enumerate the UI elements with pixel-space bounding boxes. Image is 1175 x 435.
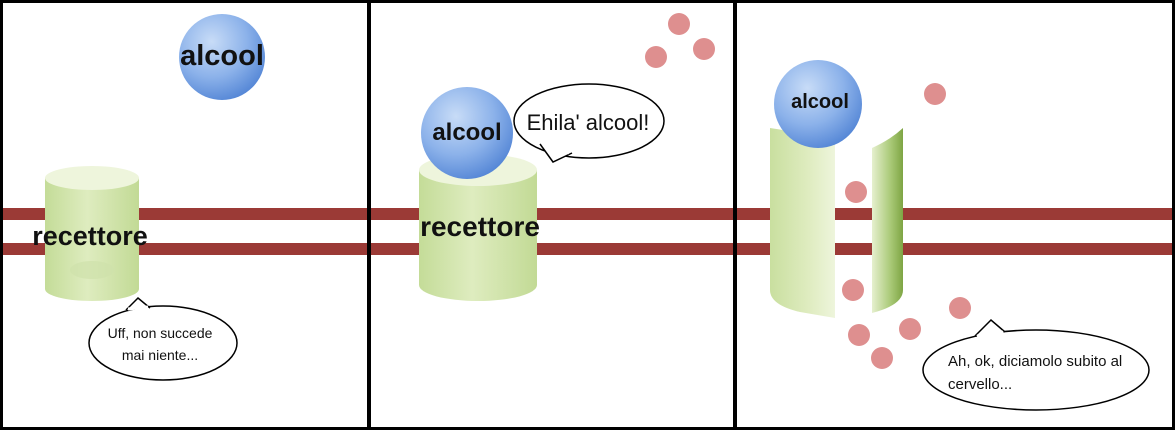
- speech-bubble: Uff, non succede mai niente...: [88, 296, 238, 381]
- alcohol-molecule: alcool: [421, 87, 513, 179]
- panel-1: recettore alcool Uff, non succede mai ni…: [32, 14, 265, 381]
- receptor-label: recettore: [32, 221, 148, 251]
- alcohol-label: alcool: [180, 40, 264, 72]
- bubble-line-2: cervello...: [948, 376, 1012, 393]
- ions: [842, 83, 971, 369]
- alcohol-label: alcool: [432, 119, 501, 146]
- alcohol-molecule: alcool: [774, 60, 862, 148]
- bubble-line-1: Uff, non succede: [108, 325, 213, 341]
- receptor-label: recettore: [420, 211, 540, 242]
- alcohol-label: alcool: [791, 91, 849, 113]
- bubble-line-1: Ah, ok, diciamolo subito al: [948, 353, 1122, 370]
- alcohol-molecule: alcool: [179, 14, 265, 100]
- speech-bubble: Ah, ok, diciamolo subito al cervello...: [922, 318, 1150, 411]
- open-receptor-channel: [770, 128, 903, 318]
- speech-bubble: Ehila' alcool!: [513, 83, 665, 163]
- panel-3: alcool Ah, ok, diciamolo subito al cerve…: [770, 60, 1150, 411]
- panel-divider: [367, 0, 371, 430]
- bubble-line-2: mai niente...: [122, 347, 198, 363]
- ions: [645, 13, 715, 68]
- receptor-cylinder: [45, 166, 139, 301]
- panel-divider: [733, 0, 737, 430]
- bubble-line-1: Ehila' alcool!: [527, 110, 650, 135]
- panel-2: recettore alcool Ehila' alcool!: [419, 13, 715, 301]
